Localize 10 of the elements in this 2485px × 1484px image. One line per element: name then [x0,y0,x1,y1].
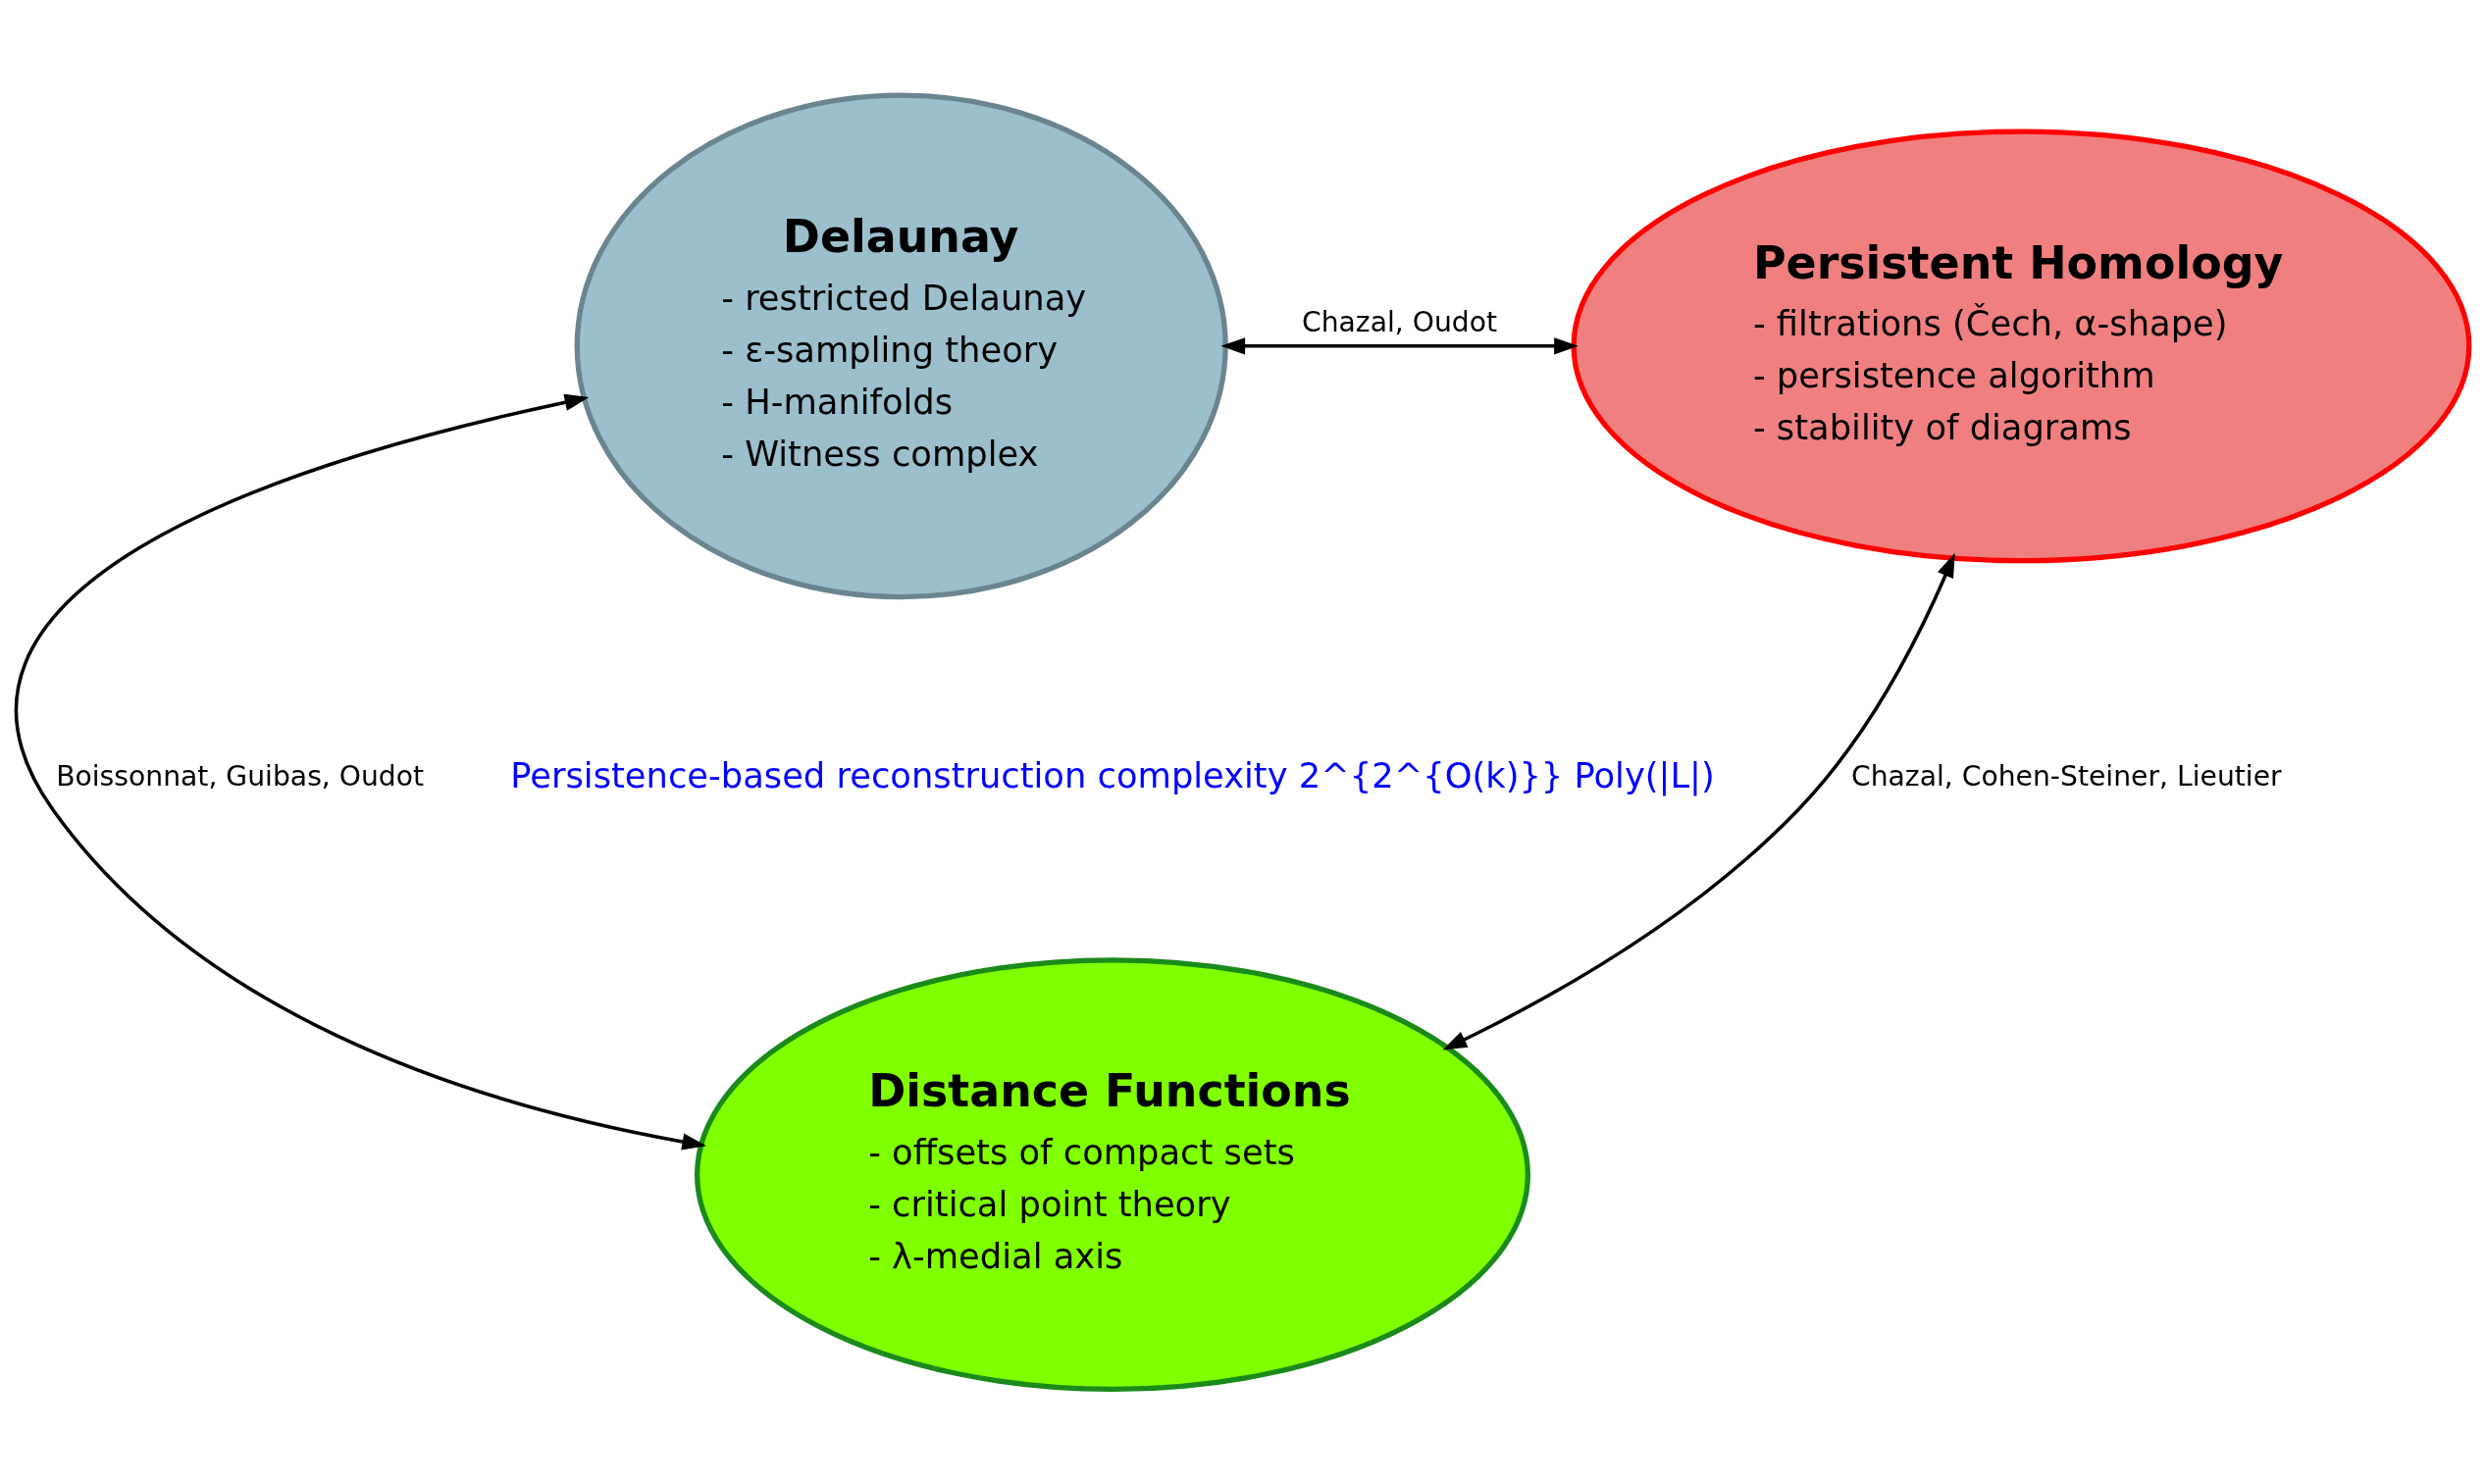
edge-label: Boissonnat, Guibas, Oudot [56,759,425,793]
arrow [14,393,707,1151]
arrow [1220,337,1579,355]
label: Persistence-based reconstruction complexity 2^{2^{O(k)}} Poly(|L|) [510,754,1715,795]
node-ellipse: Delaunay - restricted Delaunay - ε-sampling theory - H-manifolds - Witness complex [574,92,1228,600]
arrow [1442,552,1955,1050]
node-ellipse: Persistent Homology - filtrations (Čech, α-shape) - persistence algorithm - stability of diagrams [1571,128,2472,564]
edge-label: Chazal, Cohen-Steiner, Lieutier [1850,759,2282,793]
edge-label: Chazal, Oudot [1302,306,1498,339]
node-ellipse: Distance Functions - offsets of compact sets - critical point theory - λ-medial axis [695,957,1530,1393]
